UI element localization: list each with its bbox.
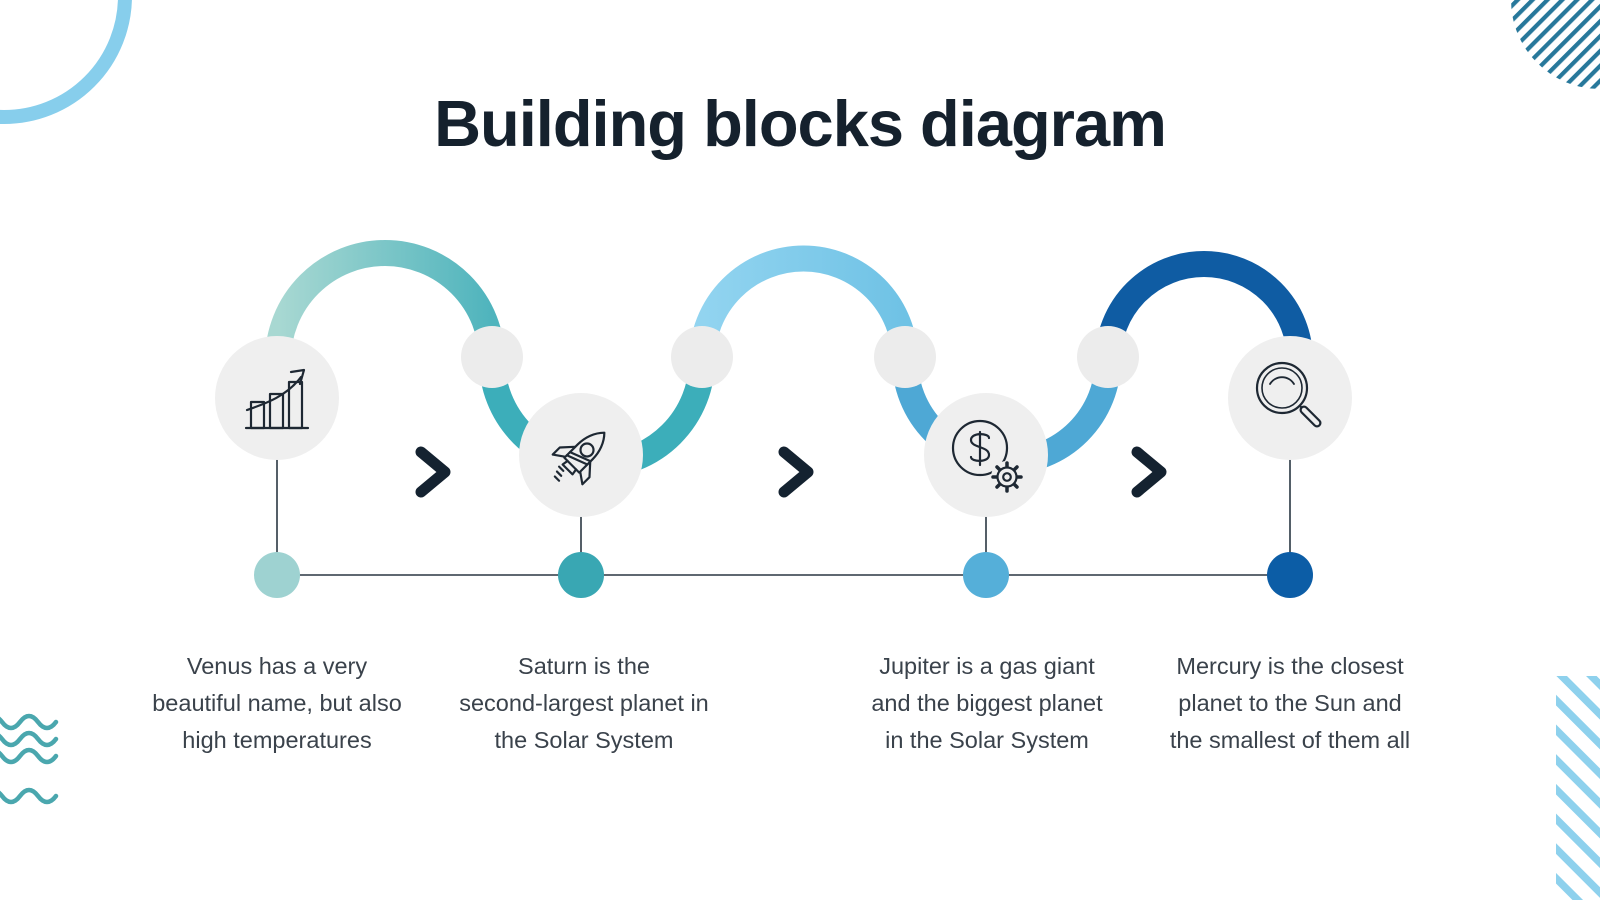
page-title: Building blocks diagram [434, 87, 1167, 160]
dollar-gear-icon [951, 419, 1023, 493]
chevron-right-icon [1131, 446, 1167, 498]
serpentine-wave [265, 240, 1313, 478]
wave-line [0, 747, 59, 765]
joint-circle-3 [874, 326, 936, 388]
step-circle-4 [1228, 336, 1352, 460]
step-description-3: Jupiter is a gas giant and the biggest p… [871, 653, 1103, 753]
step-description-1: Venus has a very beautiful name, but als… [152, 653, 402, 753]
chevron-right-icon [778, 446, 814, 498]
decor-top-left-ring [0, 0, 132, 124]
step-description-4: Mercury is the closest planet to the Sun… [1169, 653, 1411, 753]
timeline-dot-1 [254, 552, 300, 598]
wave-line [0, 713, 59, 731]
step-chevrons [415, 446, 1167, 498]
timeline-dot-2 [558, 552, 604, 598]
timeline-dot-3 [963, 552, 1009, 598]
joint-circle-4 [1077, 326, 1139, 388]
wave-line [0, 730, 59, 748]
timeline-dot-4 [1267, 552, 1313, 598]
rocket-icon [551, 431, 606, 486]
timeline-connectors [276, 458, 1291, 576]
decor-top-right-striped-circle [1511, 0, 1600, 89]
step-description-2: Saturn is the second-largest planet in t… [459, 653, 709, 753]
wave-segment-1 [265, 240, 505, 361]
chevron-right-icon [415, 446, 451, 498]
decor-bottom-right-stripes [1556, 676, 1600, 900]
joint-circle-2 [671, 326, 733, 388]
magnifier-icon [1255, 361, 1322, 428]
wave-segment-3 [689, 245, 918, 361]
growth-chart-icon [244, 368, 310, 430]
joint-circle-1 [461, 326, 523, 388]
decor-bottom-left-waves [0, 713, 59, 805]
step-circle-2 [519, 393, 643, 517]
step-circle-3 [924, 393, 1048, 517]
wave-segment-5 [1095, 251, 1313, 361]
wave-line [0, 787, 59, 805]
